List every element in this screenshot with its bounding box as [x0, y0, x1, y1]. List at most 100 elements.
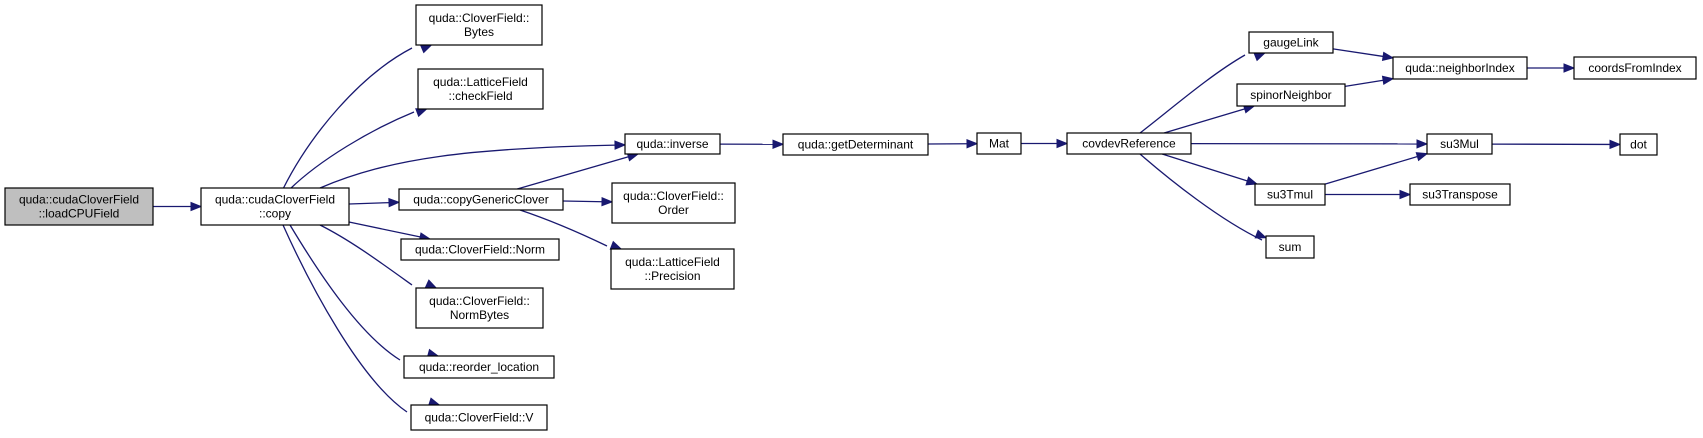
edge-line — [348, 201, 391, 205]
node-normBytes[interactable]: quda::CloverField::NormBytes — [415, 287, 544, 329]
edge-arrowhead — [614, 140, 627, 150]
node-label: Bytes — [464, 25, 494, 39]
node-label: quda::inverse — [636, 137, 708, 151]
node-label: Order — [658, 203, 689, 217]
node-mat[interactable]: Mat — [976, 132, 1022, 155]
node-box — [624, 133, 721, 155]
node-cfV[interactable]: quda::CloverField::V — [410, 404, 548, 431]
node-label: coordsFromIndex — [1588, 61, 1681, 75]
edge-getDeterminant-to-mat — [927, 138, 979, 149]
edge-arrowhead — [772, 139, 785, 150]
node-loadCPUField[interactable]: quda::cudaCloverField::loadCPUField — [4, 187, 154, 226]
node-box — [611, 182, 736, 224]
edge-line — [348, 221, 422, 238]
node-covdevReference[interactable]: covdevReference — [1066, 132, 1192, 155]
node-label: quda::reorder_location — [419, 360, 539, 374]
node-box — [200, 187, 350, 226]
edge-arrowhead — [609, 240, 623, 250]
node-cfNorm[interactable]: quda::CloverField::Norm — [400, 238, 560, 261]
edge-line — [562, 200, 604, 203]
node-label: quda::CloverField:: — [429, 294, 530, 308]
edge-line — [519, 209, 608, 247]
node-lfPrecision[interactable]: quda::LatticeField::Precision — [610, 248, 735, 290]
node-su3Tmul[interactable]: su3Tmul — [1254, 183, 1326, 206]
call-graph-edges — [153, 44, 1622, 413]
edge-covdevReference-to-su3Mul — [1190, 139, 1429, 149]
node-label: quda::CloverField:: — [623, 189, 724, 203]
edge-arrowhead — [601, 196, 614, 207]
edge-arrowhead — [1253, 52, 1267, 62]
edge-spinorNeighbor-to-neighborIndex — [1344, 75, 1395, 88]
node-box — [1573, 56, 1697, 80]
edge-arrowhead — [966, 138, 979, 149]
edge-line — [282, 47, 413, 190]
edge-neighborIndex-to-coordsFromIndex — [1527, 63, 1576, 73]
node-box — [1254, 183, 1326, 206]
node-copyGenericClover[interactable]: quda::copyGenericClover — [398, 188, 564, 211]
edge-arrowhead — [1609, 139, 1622, 150]
edge-line — [282, 224, 408, 413]
node-dot[interactable]: dot — [1619, 133, 1658, 156]
edge-arrowhead — [1381, 51, 1395, 62]
node-label: dot — [1630, 138, 1647, 152]
edge-line — [1324, 155, 1419, 185]
node-gaugeLink[interactable]: gaugeLink — [1248, 31, 1334, 54]
node-label: quda::neighborIndex — [1405, 61, 1514, 75]
node-coordsFromIndex[interactable]: coordsFromIndex — [1573, 56, 1697, 80]
node-label: quda::CloverField:: — [429, 11, 530, 25]
edge-line — [1163, 107, 1246, 134]
node-getDeterminant[interactable]: quda::getDeterminant — [782, 133, 929, 156]
edge-cudaCopy-to-cfBytes — [282, 44, 433, 190]
node-label: ::loadCPUField — [39, 207, 120, 221]
node-box — [403, 355, 555, 379]
edge-arrowhead — [1563, 63, 1576, 73]
node-inverse[interactable]: quda::inverse — [624, 133, 721, 155]
edge-covdevReference-to-spinorNeighbor — [1163, 104, 1256, 134]
node-spinorNeighbor[interactable]: spinorNeighbor — [1236, 83, 1346, 107]
node-box — [410, 404, 548, 431]
node-label: su3Mul — [1440, 137, 1479, 151]
node-label: NormBytes — [450, 308, 509, 322]
edge-inverse-to-getDeterminant — [719, 139, 785, 150]
edge-line — [289, 224, 401, 361]
edge-arrowhead — [1415, 152, 1429, 162]
node-reorderLocation[interactable]: quda::reorder_location — [403, 355, 555, 379]
node-cudaCopy[interactable]: quda::cudaCloverField::copy — [200, 187, 350, 226]
edge-line — [319, 224, 413, 286]
node-label: sum — [1279, 240, 1302, 254]
edge-covdevReference-to-sum — [1139, 153, 1268, 241]
node-label: quda::copyGenericClover — [413, 193, 548, 207]
edge-loadCPUField-to-cudaCopy — [153, 201, 203, 212]
node-label: ::copy — [259, 207, 291, 221]
edge-arrowhead — [415, 108, 428, 118]
node-su3Transpose[interactable]: su3Transpose — [1409, 183, 1511, 206]
node-box — [976, 132, 1022, 155]
node-sum[interactable]: sum — [1265, 235, 1315, 259]
node-checkField[interactable]: quda::LatticeField::checkField — [417, 68, 544, 110]
node-label: gaugeLink — [1263, 36, 1319, 50]
node-su3Mul[interactable]: su3Mul — [1426, 133, 1493, 155]
edge-line — [1344, 79, 1385, 88]
edge-covdevReference-to-su3Tmul — [1161, 153, 1259, 186]
edge-line — [1139, 54, 1246, 134]
edge-arrowhead — [190, 201, 203, 212]
edge-line — [289, 111, 415, 190]
node-label: quda::CloverField::Norm — [415, 243, 545, 257]
edge-line — [517, 155, 630, 190]
node-label: spinorNeighbor — [1250, 88, 1331, 102]
node-cfBytes[interactable]: quda::CloverField::Bytes — [415, 4, 543, 46]
call-graph-nodes: quda::cudaCloverField::loadCPUFieldquda:… — [4, 4, 1697, 431]
edge-line — [1332, 48, 1385, 58]
node-box — [782, 133, 929, 156]
node-label: quda::getDeterminant — [798, 138, 914, 152]
edge-gaugeLink-to-neighborIndex — [1332, 48, 1395, 62]
edge-copyGenericClover-to-lfPrecision — [519, 209, 623, 250]
node-box — [415, 4, 543, 46]
node-neighborIndex[interactable]: quda::neighborIndex — [1392, 56, 1528, 80]
edge-arrowhead — [1381, 75, 1395, 86]
edge-line — [319, 144, 622, 189]
edge-su3Mul-to-dot — [1491, 139, 1622, 150]
edge-su3Tmul-to-su3Transpose — [1325, 189, 1412, 200]
node-cfOrder[interactable]: quda::CloverField::Order — [611, 182, 736, 224]
